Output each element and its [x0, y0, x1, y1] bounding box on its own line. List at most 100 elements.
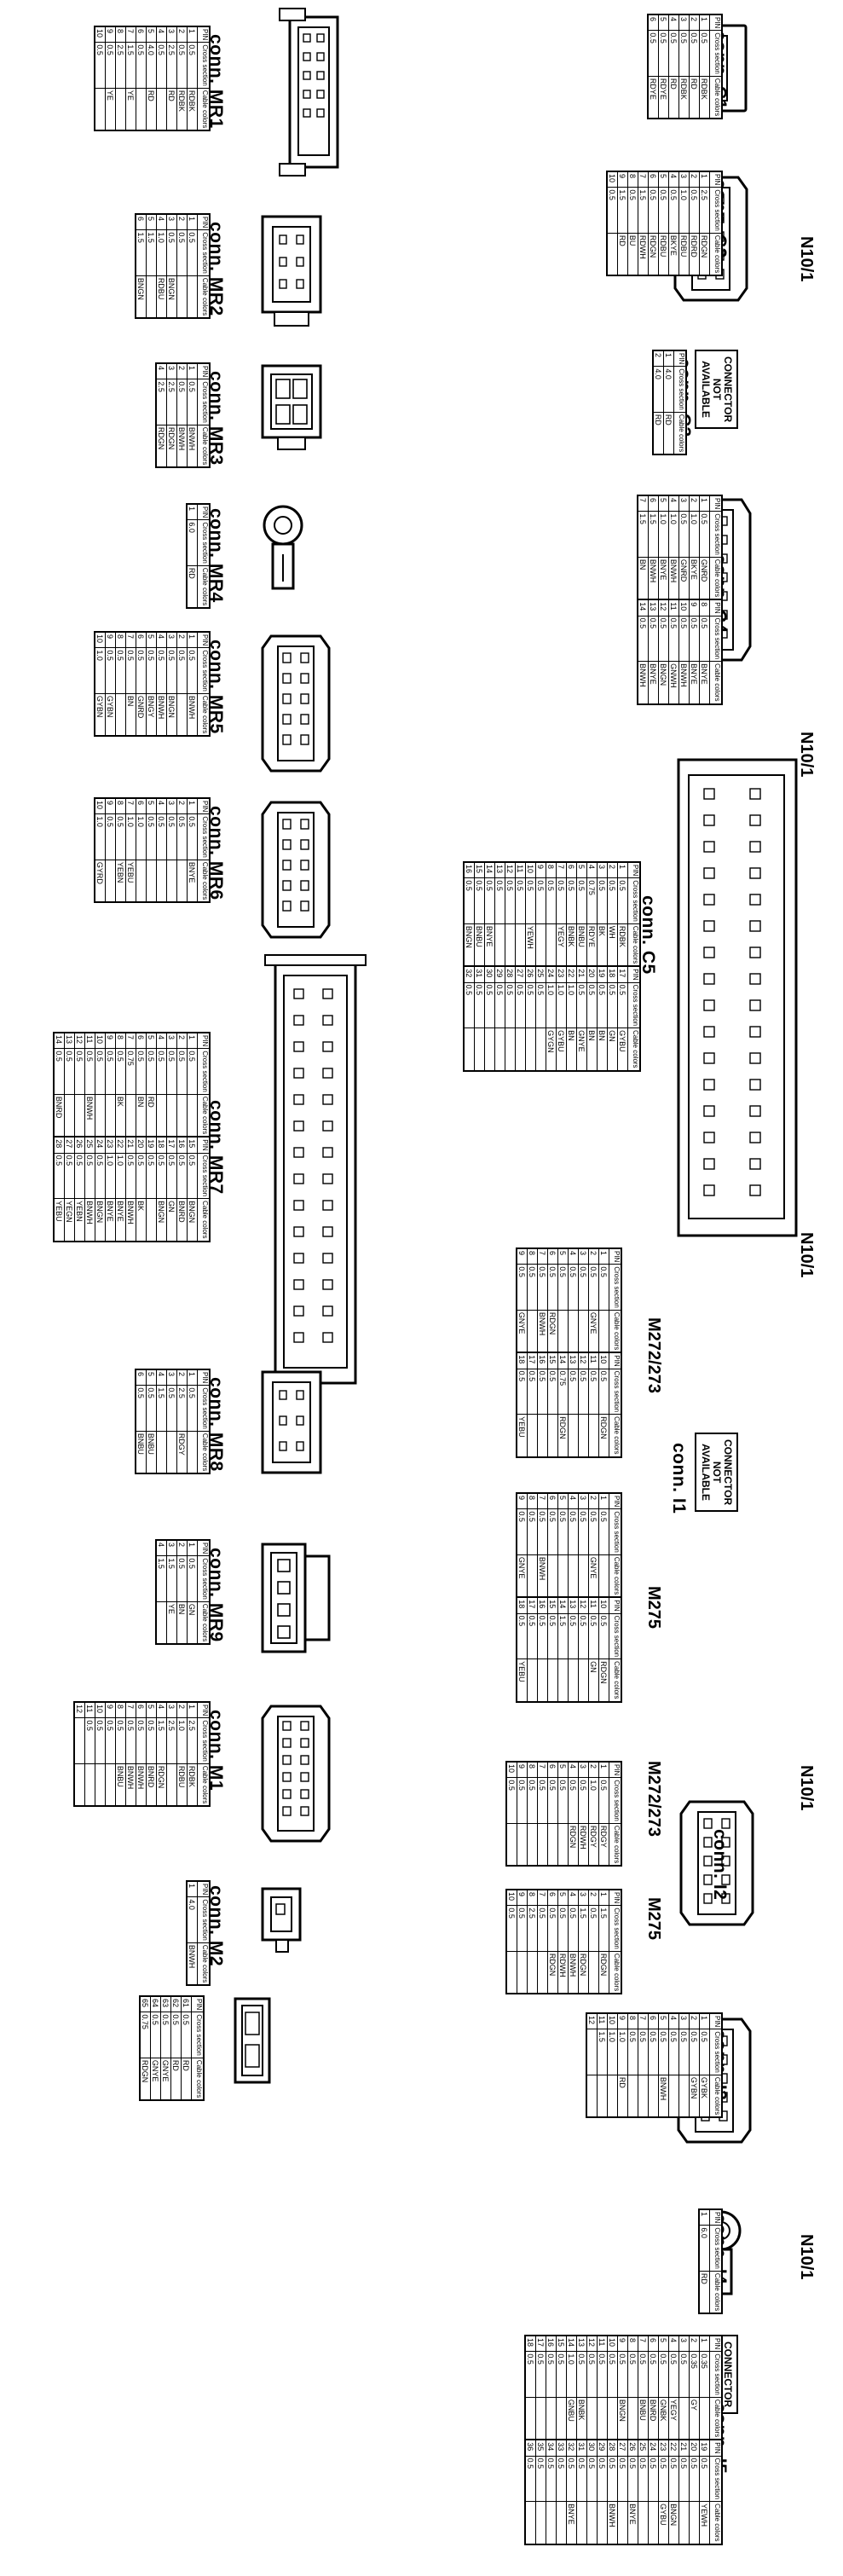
- table-cell: BNWH: [658, 2075, 669, 2118]
- table-cell: 0.5: [557, 1264, 569, 1311]
- table-cell: 29: [494, 966, 505, 983]
- table-cell: 2: [176, 26, 188, 43]
- table-cell: 18: [525, 2336, 536, 2352]
- table-cell: 0.5: [176, 1555, 188, 1602]
- table-cell: BNRD: [54, 1094, 65, 1137]
- table-cell: 0.5: [166, 1048, 177, 1095]
- table-cell: 4.0: [187, 1896, 198, 1943]
- table-cell: Cross section: [197, 1385, 210, 1432]
- table-cell: 2.5: [176, 1385, 188, 1432]
- table-cell: 25: [638, 2440, 649, 2457]
- table-cell: PIN: [197, 1702, 210, 1718]
- table-cell: [607, 233, 618, 276]
- table-cell: 7: [638, 171, 649, 188]
- table-cell: 0.5: [648, 187, 659, 234]
- table-cell: BNWH: [638, 661, 649, 704]
- table-cell: RDGY: [176, 1431, 188, 1474]
- table-cell: Cable colors: [709, 233, 722, 276]
- table-cell: [136, 88, 147, 131]
- table-cell: 0.5: [527, 1264, 538, 1311]
- table-cell: [115, 693, 126, 737]
- table-cell: 3: [166, 1702, 177, 1718]
- table-cell: YEBU: [517, 1658, 528, 1702]
- table-cell: 0.5: [187, 647, 198, 694]
- table-cell: 1.5: [136, 229, 147, 276]
- table-cell: 0.5: [187, 379, 198, 425]
- table-cell: 13: [648, 599, 659, 617]
- table-cell: BNWH: [156, 693, 167, 737]
- table-cell: 64: [150, 1996, 161, 2012]
- table-cell: 9: [517, 1890, 528, 1906]
- table-cell: 0.5: [648, 30, 659, 77]
- table-cell: [166, 860, 177, 903]
- table-cell: [557, 1554, 569, 1598]
- table-cell: 0.5: [568, 1613, 579, 1659]
- engine-variant-label: M272/273: [644, 1317, 663, 1393]
- pin-cavity: [703, 920, 715, 932]
- table-cell: 29: [597, 2440, 608, 2457]
- table-cell: 0.5: [464, 982, 475, 1028]
- table-cell: RDRD: [689, 233, 700, 276]
- table-cell: 7: [638, 2013, 649, 2029]
- table-cell: 0.5: [517, 1369, 528, 1415]
- table-cell: PIN: [627, 966, 640, 983]
- table-cell: 5: [576, 862, 587, 878]
- table-cell: 26: [627, 2440, 638, 2457]
- table-cell: [146, 860, 157, 903]
- table-cell: 1.0: [607, 2029, 618, 2075]
- table-cell: [506, 1823, 517, 1867]
- table-cell: 8: [627, 2336, 638, 2352]
- table-cell: 2: [588, 1493, 599, 1509]
- table-cell: 0.75: [140, 2012, 151, 2058]
- table-cell: [494, 1028, 505, 1071]
- table-cell: 0.5: [54, 1153, 65, 1199]
- table-cell: 3: [166, 1369, 177, 1386]
- table-cell: 0.5: [607, 2351, 618, 2398]
- table-cell: GNWH: [668, 661, 679, 704]
- pin-cavity: [703, 1132, 715, 1143]
- table-cell: 0.5: [648, 2029, 659, 2075]
- table-cell: 0.5: [525, 2351, 536, 2398]
- table-cell: [588, 1951, 599, 1994]
- pin-cavity: [749, 841, 761, 853]
- table-cell: BNWH: [125, 1763, 136, 1807]
- table-cell: 3: [578, 1248, 589, 1265]
- pin-cavity: [749, 814, 761, 826]
- table-cell: 1.0: [556, 982, 567, 1028]
- pin-cavity: [749, 1184, 761, 1196]
- table-cell: 9: [535, 862, 546, 878]
- table-cell: 8: [527, 1493, 538, 1509]
- table-cell: RDGN: [547, 1951, 558, 1994]
- table-cell: PIN: [609, 1597, 621, 1614]
- table-cell: BNBU: [576, 923, 587, 967]
- table-cell: GYBN: [105, 693, 116, 737]
- table-cell: 5: [146, 1033, 157, 1049]
- table-cell: Cross section: [709, 2029, 722, 2075]
- table-cell: [166, 1431, 177, 1474]
- table-cell: 5: [658, 2336, 669, 2352]
- table-cell: 10: [95, 632, 106, 648]
- table-cell: 26: [74, 1137, 85, 1154]
- table-cell: 0.5: [586, 982, 598, 1028]
- table-cell: [556, 2397, 567, 2440]
- table-cell: [557, 1823, 569, 1867]
- table-cell: PIN: [197, 363, 210, 379]
